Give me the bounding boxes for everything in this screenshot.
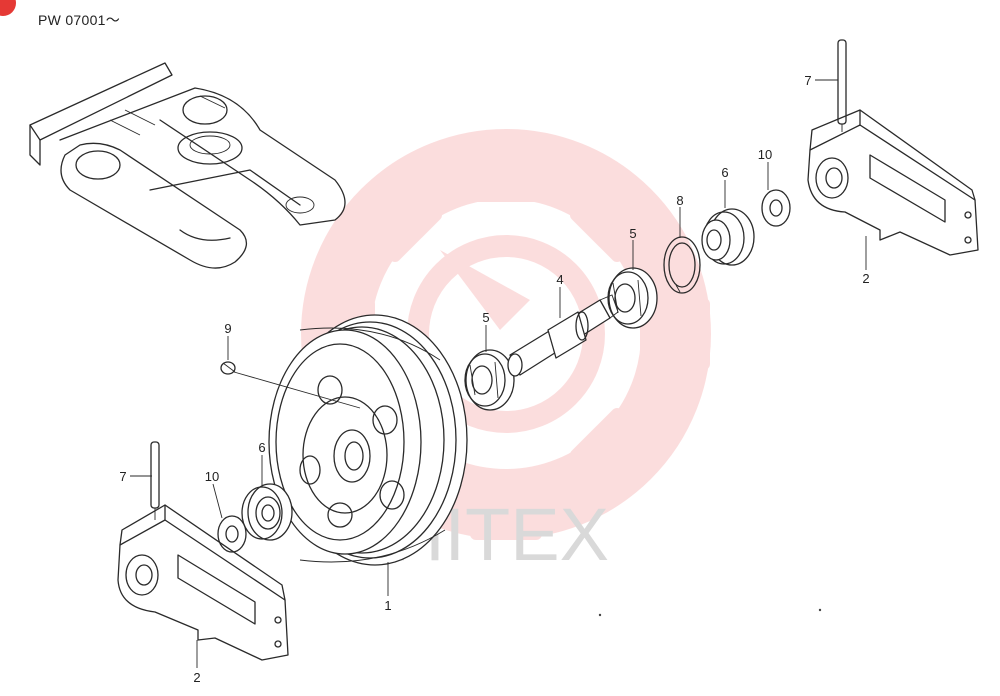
bearing-right — [607, 267, 658, 329]
snap-ring — [663, 236, 701, 294]
track-frame-overview — [29, 62, 346, 269]
washer-right — [761, 189, 791, 227]
callout-10-left: 10 — [205, 469, 219, 484]
callout-4: 4 — [556, 272, 563, 287]
washer-left — [217, 515, 247, 553]
plug — [220, 361, 361, 409]
callout-5-right: 5 — [629, 226, 636, 241]
idler-shaft — [507, 294, 619, 377]
serial-range-label: PW 07001～ — [38, 12, 121, 28]
corner-badge — [0, 0, 16, 16]
callout-2-right: 2 — [862, 271, 869, 286]
callout-9: 9 — [224, 321, 231, 336]
leader-lines — [130, 79, 867, 668]
callouts: 1 2 2 4 5 5 6 6 7 7 8 9 10 10 — [119, 73, 869, 685]
idler-wheel — [268, 314, 468, 566]
collar-left — [241, 483, 293, 541]
bracket-right — [807, 109, 979, 256]
callout-1: 1 — [384, 598, 391, 613]
pin-right — [837, 39, 847, 132]
bearing-left — [464, 349, 515, 411]
callout-6-right: 6 — [721, 165, 728, 180]
stray-dot — [598, 613, 602, 617]
collar-right — [701, 208, 755, 266]
callout-6-left: 6 — [258, 440, 265, 455]
callout-2-left: 2 — [193, 670, 200, 685]
stray-dot — [818, 608, 822, 612]
callout-10-right: 10 — [758, 147, 772, 162]
pin-left — [150, 441, 160, 520]
callout-8: 8 — [676, 193, 683, 208]
callout-5-left: 5 — [482, 310, 489, 325]
callout-7-left: 7 — [119, 469, 126, 484]
bracket-left — [117, 504, 289, 661]
callout-7-right: 7 — [804, 73, 811, 88]
